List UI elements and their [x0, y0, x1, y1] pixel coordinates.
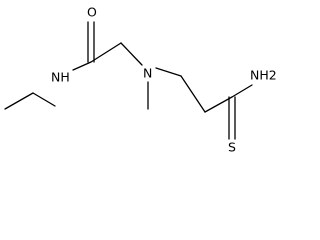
- amino-nh2-label: NH2: [250, 68, 277, 83]
- bond-ethyl-to-nh: [32, 92, 56, 107]
- chemical-structure-diagram: O NH N NH2 S: [4, 5, 277, 155]
- bond-layer: [4, 21, 253, 140]
- amide-nh-label: NH: [51, 70, 70, 85]
- atom-label-layer: O NH N NH2 S: [51, 5, 277, 155]
- amine-n-label: N: [143, 66, 152, 81]
- sulfur-label: S: [228, 140, 236, 155]
- bond-ch2-to-thioamide-c: [204, 96, 233, 113]
- oxygen-label: O: [87, 5, 97, 20]
- bond-ethyl-terminal: [4, 92, 34, 110]
- bond-thioamide-to-nh2: [231, 84, 253, 98]
- bond-carbonyl-to-ch2: [90, 42, 122, 63]
- bond-ch2-to-amine: [120, 42, 143, 66]
- bond-amine-to-ch2: [155, 67, 182, 77]
- bond-ch2-to-ch2: [180, 75, 206, 113]
- bond-nh-to-carbonyl: [72, 61, 92, 71]
